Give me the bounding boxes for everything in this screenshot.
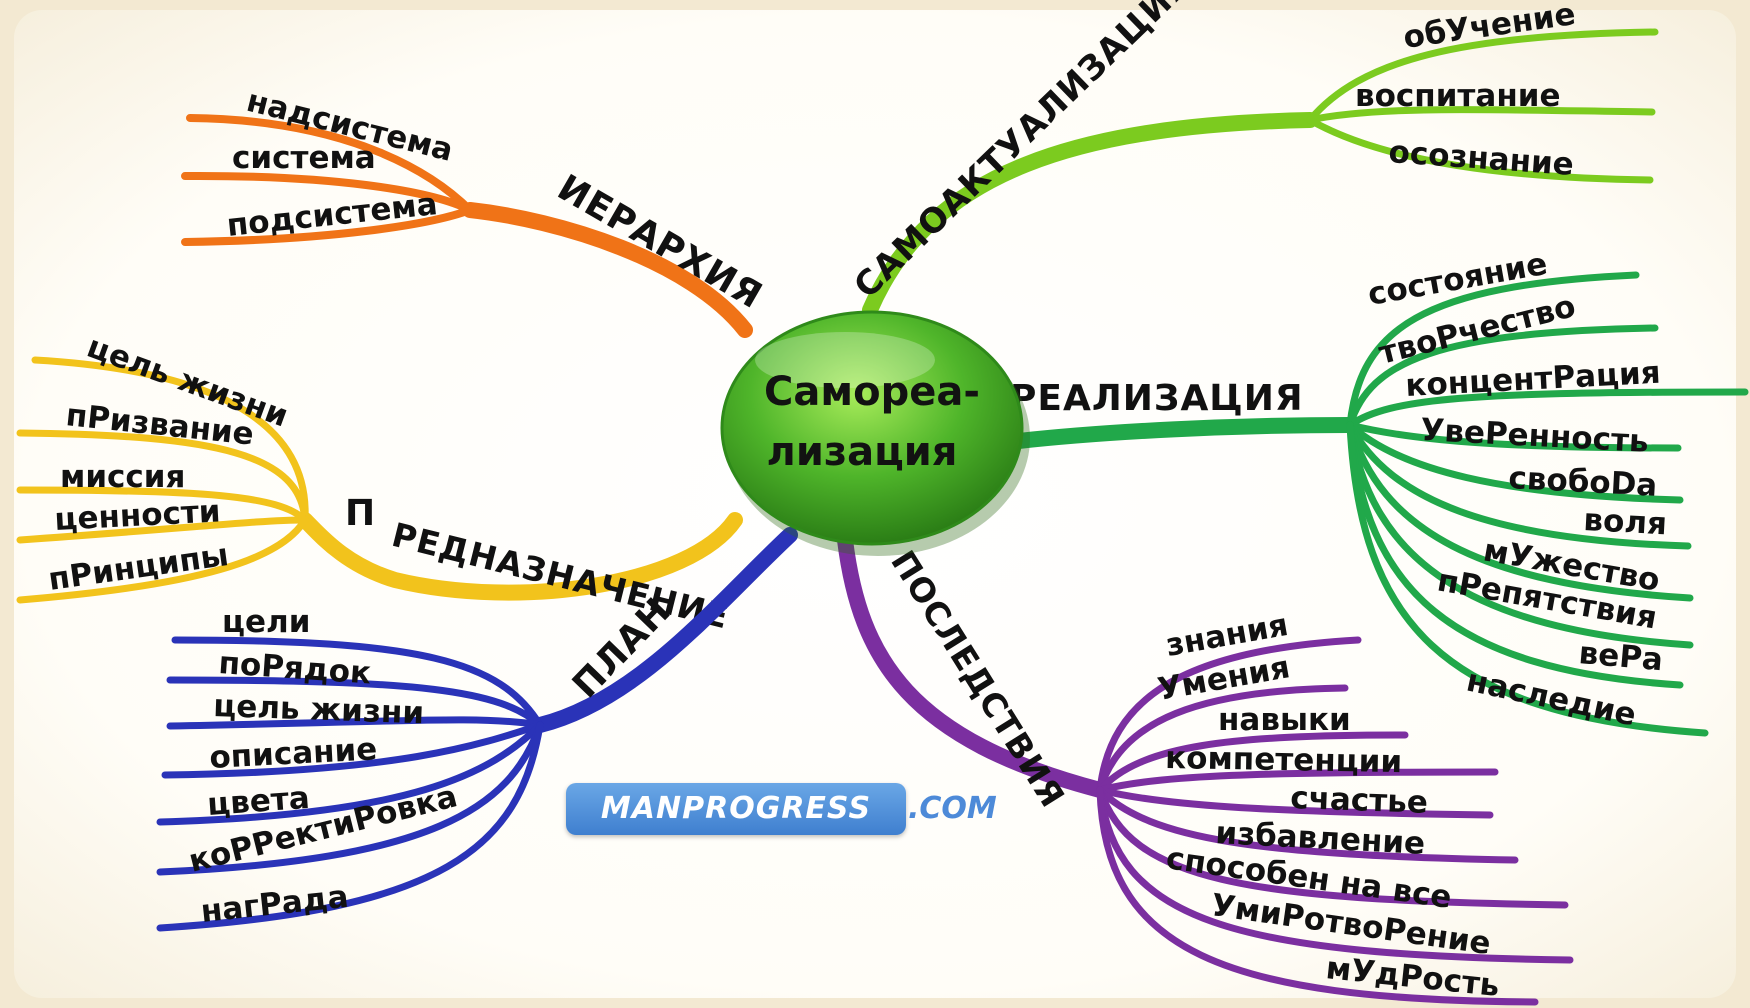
plan-trunk — [532, 527, 798, 733]
plan-twig-1 — [171, 636, 544, 729]
branch-realization — [977, 271, 1749, 737]
branch-purpose — [16, 356, 743, 604]
realization-twig-3 — [1346, 388, 1749, 429]
watermark-domain: .COM — [908, 791, 997, 826]
plan-leaf-2: поРядок — [217, 645, 372, 692]
consequences-twig-2 — [1096, 684, 1349, 794]
realization-twig-6 — [1346, 421, 1692, 550]
purpose-label-rest: РЕДНАЗНАЧЕНИЕ — [388, 515, 733, 637]
purpose-twig-2 — [16, 429, 309, 524]
consequences-twig-1 — [1096, 636, 1362, 794]
purpose-label-first: П — [345, 493, 376, 534]
consequences-twig-5 — [1096, 786, 1494, 819]
center-node-highlight — [755, 332, 935, 388]
plan-twig-4 — [161, 721, 544, 779]
realization-twig-5 — [1346, 421, 1684, 504]
realization-leaf-4: УвеРенность — [1420, 412, 1650, 460]
center-title-line-1: Самореа- — [764, 369, 980, 415]
consequences-twig-9 — [1096, 786, 1539, 1006]
consequences-leaf-4: компетенции — [1165, 740, 1403, 780]
consequences-leaf-5: счастье — [1290, 780, 1429, 821]
consequences-twig-3 — [1096, 731, 1409, 794]
self-actualization-label: САМОАКТУАЛИЗАЦИЯ — [846, 0, 1200, 306]
realization-trunk — [977, 417, 1358, 453]
realization-label: РЕАЛИЗАЦИЯ — [1010, 378, 1304, 419]
purpose-leaf-3: миссия — [60, 459, 185, 495]
plan-leaf-7: нагРада — [199, 879, 350, 930]
realization-leaf-6: воля — [1583, 502, 1668, 542]
plan-leaf-4: описание — [209, 731, 379, 776]
consequences-twig-4 — [1096, 768, 1499, 794]
purpose-twig-5 — [16, 516, 309, 604]
center-title-line-2: лизация — [767, 429, 958, 475]
consequences-twig-6 — [1096, 786, 1519, 864]
purpose-twig-4 — [16, 516, 309, 544]
center-node-bubble — [720, 310, 1024, 546]
plan-twig-7 — [156, 721, 544, 932]
purpose-leaf-4: ценности — [54, 493, 222, 538]
self-actualization-twig-2 — [1306, 106, 1656, 124]
realization-leaf-9: веРа — [1577, 635, 1664, 678]
branch-plan — [156, 527, 798, 932]
consequences-twig-7 — [1096, 786, 1569, 909]
plan-leaf-5: цвета — [206, 780, 311, 823]
purpose-twig-3 — [16, 486, 309, 524]
purpose-twig-1 — [31, 356, 309, 524]
consequences-label: ПОСЛЕДСТВИЯ — [883, 544, 1072, 815]
realization-twig-1 — [1346, 271, 1640, 429]
branch-self-actualization — [862, 28, 1659, 318]
consequences-trunk — [837, 532, 1108, 798]
self-actualization-leaf-1: обУчение — [1401, 0, 1578, 56]
plan-twig-6 — [156, 721, 544, 876]
branch-consequences — [837, 532, 1574, 1006]
realization-twig-4 — [1346, 421, 1682, 452]
self-actualization-leaf-3: осознание — [1387, 134, 1575, 183]
hierarchy-twig-3 — [181, 206, 474, 246]
consequences-twig-8 — [1096, 786, 1574, 964]
self-actualization-twig-1 — [1306, 28, 1659, 124]
hierarchy-trunk — [462, 202, 753, 338]
realization-twig-10 — [1346, 421, 1709, 737]
realization-twig-9 — [1346, 421, 1684, 689]
consequences-leaf-3: навыки — [1218, 702, 1351, 738]
center-node: Самореа- лизация — [720, 310, 1030, 556]
realization-twig-2 — [1346, 324, 1659, 429]
hierarchy-leaf-2: система — [232, 140, 376, 176]
plan-leaf-1: цели — [222, 604, 310, 640]
purpose-trunk — [297, 512, 743, 601]
self-actualization-trunk — [862, 112, 1318, 318]
plan-twig-5 — [156, 721, 544, 826]
realization-leaf-5: свобоDа — [1508, 460, 1659, 504]
plan-twig-3 — [166, 716, 544, 730]
realization-twig-7 — [1346, 421, 1694, 602]
hierarchy-twig-1 — [186, 114, 474, 214]
self-actualization-twig-3 — [1306, 116, 1654, 184]
self-actualization-leaf-2: воспитание — [1355, 78, 1560, 114]
realization-twig-8 — [1346, 421, 1694, 649]
branch-hierarchy — [181, 114, 753, 338]
watermark-logo: MANPROGRESS — [566, 783, 906, 835]
realization-leaf-3: концентРация — [1405, 355, 1662, 404]
plan-twig-2 — [166, 676, 544, 729]
hierarchy-twig-2 — [181, 171, 474, 214]
plan-leaf-3: цель жизни — [213, 688, 425, 731]
